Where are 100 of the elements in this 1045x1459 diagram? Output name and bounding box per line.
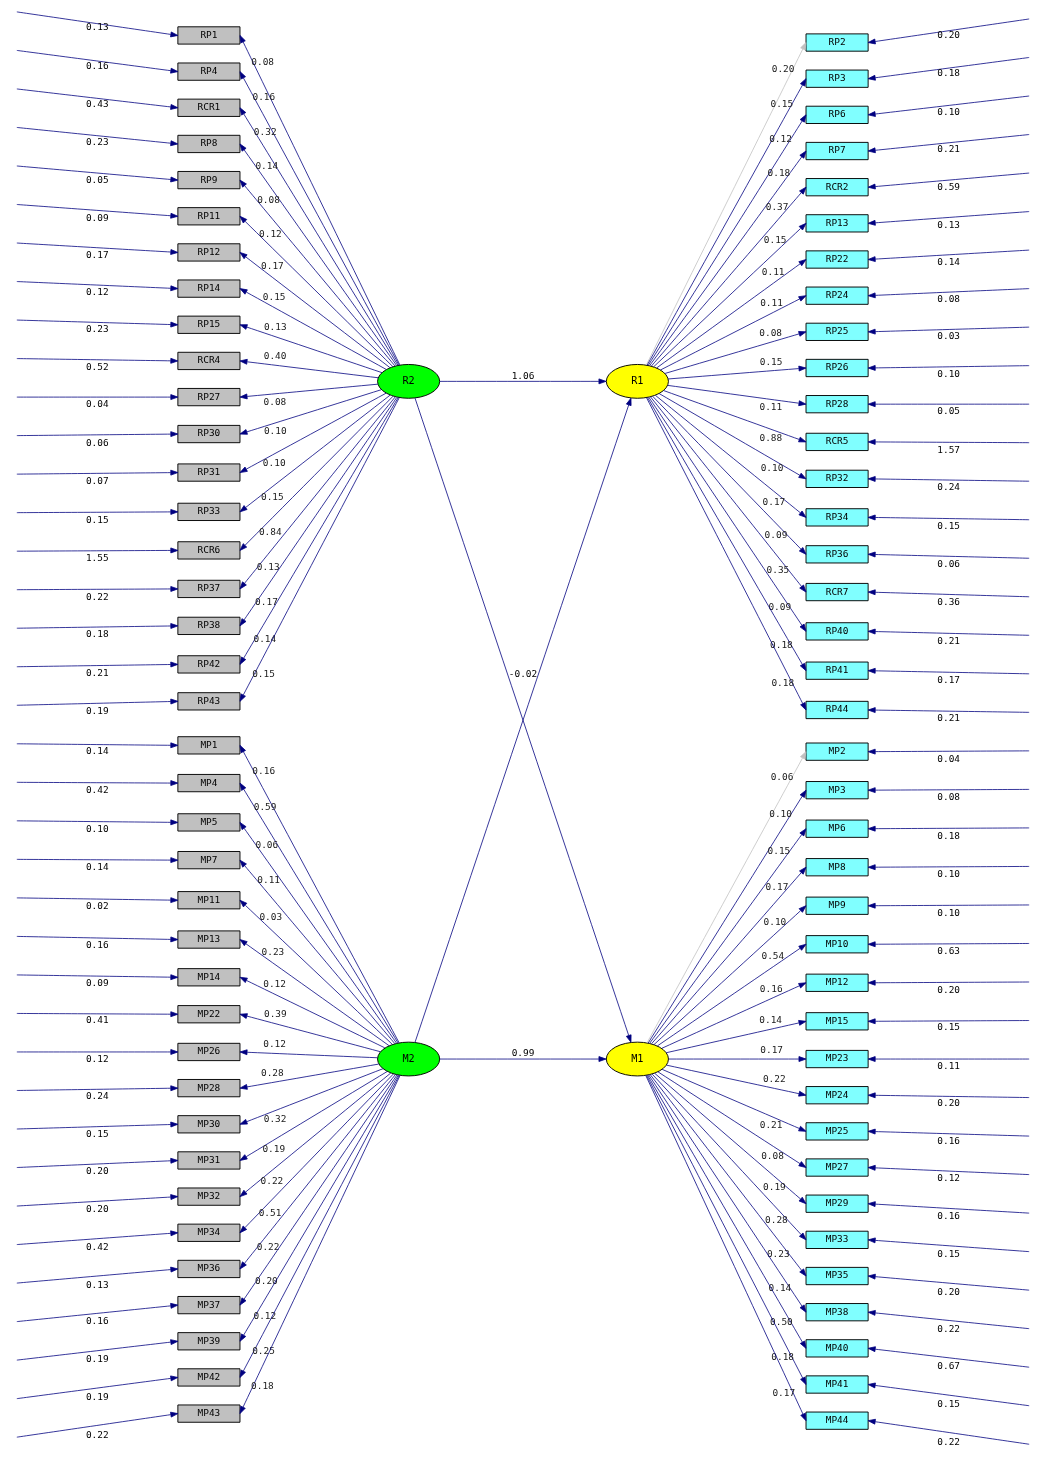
node-box: RP38 xyxy=(176,616,240,635)
arrow xyxy=(867,1418,1030,1445)
arrow xyxy=(867,707,1030,713)
edge-label: 0.14 xyxy=(85,861,109,873)
edge-label: 0.20 xyxy=(85,1203,109,1215)
node-box: MP6 xyxy=(805,819,869,838)
arrow xyxy=(15,819,178,826)
arrow xyxy=(15,974,178,981)
edge-label: 0.15 xyxy=(936,1247,960,1259)
edge-label: 0.20 xyxy=(254,1275,278,1287)
arrow xyxy=(15,165,178,183)
node-box: MP13 xyxy=(176,930,240,949)
arrow xyxy=(239,395,394,551)
arrow xyxy=(867,57,1030,81)
node-box: RP31 xyxy=(176,463,240,482)
edge-label: 0.37 xyxy=(765,201,788,212)
edge-label: 0.13 xyxy=(263,321,287,333)
arrow xyxy=(665,1020,806,1054)
edge-label: 0.16 xyxy=(252,91,275,103)
edge-label: 0.08 xyxy=(758,326,782,338)
edge-label: 0.42 xyxy=(85,1240,109,1252)
arrow xyxy=(649,1074,806,1277)
node-box: RP27 xyxy=(176,387,240,407)
node-box: MP2 xyxy=(805,742,869,761)
edge-label: 0.12 xyxy=(262,1038,286,1050)
edge-label: 0.10 xyxy=(936,105,960,117)
node-box: MP38 xyxy=(805,1303,869,1322)
arrow xyxy=(239,976,385,1049)
arrow xyxy=(653,1072,806,1205)
edge-label: 0.20 xyxy=(936,1285,960,1297)
node-box: RP7 xyxy=(805,141,869,161)
edge-label: 0.09 xyxy=(764,529,787,541)
edge-label: 0.19 xyxy=(85,1353,109,1365)
node-box: MP32 xyxy=(176,1187,240,1206)
edge-label: 0.11 xyxy=(761,266,785,278)
arrow xyxy=(651,1073,806,1241)
node-box: RP30 xyxy=(176,424,240,444)
edge-label: 1.55 xyxy=(85,552,109,564)
edge-label: 0.36 xyxy=(936,596,960,608)
edge-label: 0.67 xyxy=(936,1360,960,1372)
edge-label: 0.17 xyxy=(260,260,284,271)
edge-label: 0.18 xyxy=(250,1379,274,1391)
edge-label: 0.35 xyxy=(766,563,789,575)
arrow xyxy=(239,288,387,370)
node-ellipse: R1 xyxy=(605,364,669,399)
node-box: MP42 xyxy=(176,1368,240,1387)
arrow xyxy=(15,780,178,786)
node-box: MP8 xyxy=(805,858,869,877)
edge-label: 0.08 xyxy=(250,56,274,68)
edge-label: 0.23 xyxy=(261,945,284,957)
arrow xyxy=(666,385,806,407)
node-box: MP3 xyxy=(805,781,869,800)
arrow xyxy=(648,397,806,632)
arrow xyxy=(867,902,1030,909)
edge-label: 0.59 xyxy=(936,181,960,193)
arrow xyxy=(15,897,178,903)
node-box: RP22 xyxy=(805,250,869,269)
arrow xyxy=(867,514,1030,521)
node-box: RCR2 xyxy=(805,178,869,197)
node-box: MP37 xyxy=(176,1296,240,1315)
node-box: RP44 xyxy=(805,700,869,720)
edge-label: 0.10 xyxy=(85,822,109,834)
node-box: RP1 xyxy=(176,26,240,45)
edge-label: 0.11 xyxy=(759,401,782,413)
edge-label: 0.22 xyxy=(936,1435,960,1447)
arrow xyxy=(867,628,1030,636)
edge-label: 0.11 xyxy=(759,297,783,309)
edge-label: 0.28 xyxy=(764,1213,788,1225)
arrow xyxy=(867,1310,1030,1330)
edge-label: 0.21 xyxy=(85,666,109,678)
edge-label: 0.24 xyxy=(85,1089,109,1101)
node-box: RP15 xyxy=(176,315,240,334)
arrow xyxy=(239,1068,383,1125)
node-box: RP2 xyxy=(805,33,869,52)
node-box: RP12 xyxy=(176,243,240,262)
node-box: MP40 xyxy=(805,1339,869,1358)
edge-label: 0.21 xyxy=(936,143,960,155)
node-box: MP29 xyxy=(805,1194,869,1213)
edge-label: 0.20 xyxy=(85,1165,109,1177)
arrow xyxy=(239,389,382,435)
arrow xyxy=(239,392,387,473)
arrow xyxy=(867,172,1030,190)
arrow xyxy=(650,186,806,367)
node-box: MP26 xyxy=(176,1042,240,1062)
edge-label: 0.15 xyxy=(251,668,275,680)
edge-label: 0.04 xyxy=(936,752,960,764)
node-box: MP35 xyxy=(805,1266,869,1286)
node-box: MP30 xyxy=(176,1115,240,1134)
arrow xyxy=(867,1273,1030,1291)
edge-label: 0.16 xyxy=(251,765,275,777)
edge-label: 0.18 xyxy=(770,676,794,688)
arrow xyxy=(15,50,178,74)
node-box: RP11 xyxy=(176,207,240,226)
arrow xyxy=(15,1339,178,1361)
arrow xyxy=(15,1121,178,1130)
edge-label: 0.19 xyxy=(85,1390,109,1402)
edge-label: 0.22 xyxy=(256,1240,279,1252)
edge-label: 0.10 xyxy=(262,457,286,469)
arrow xyxy=(239,383,378,400)
arrow xyxy=(239,859,395,1045)
